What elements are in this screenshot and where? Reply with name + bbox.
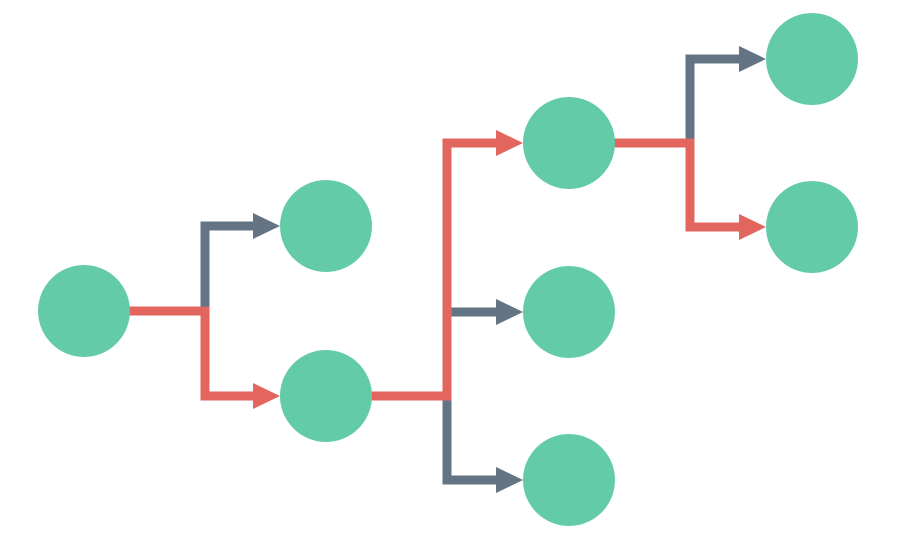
node-b2 xyxy=(523,266,615,358)
node-c2 xyxy=(766,181,858,273)
edge-a2-b1 xyxy=(370,130,523,401)
node-a1 xyxy=(280,180,372,272)
node-c1 xyxy=(766,13,858,105)
edge-root-a1 xyxy=(128,213,280,316)
node-a2 xyxy=(280,350,372,442)
edge-b1-c2 xyxy=(613,138,766,240)
edge-root-a2 xyxy=(128,306,280,409)
edge-b1-c1 xyxy=(613,46,766,148)
node-root xyxy=(38,265,130,357)
node-b1 xyxy=(523,97,615,189)
arrowhead-icon xyxy=(496,130,523,156)
arrowhead-icon xyxy=(496,299,523,325)
arrowhead-icon xyxy=(253,383,280,409)
edge-a2-b3 xyxy=(370,391,523,493)
arrowhead-icon xyxy=(253,213,280,239)
arrowhead-icon xyxy=(739,214,766,240)
node-b3 xyxy=(523,434,615,526)
arrowhead-icon xyxy=(739,46,766,72)
arrowhead-icon xyxy=(496,467,523,493)
